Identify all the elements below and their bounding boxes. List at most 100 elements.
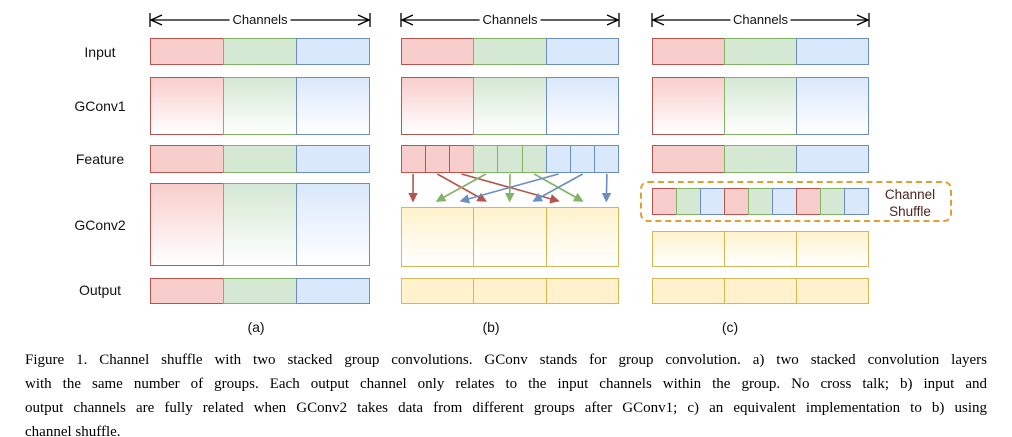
panel-b-output-segment-yellow	[545, 278, 619, 304]
panel-b-feature-segment-blue	[569, 145, 595, 173]
panel-b-gconv2-segment-yellow	[545, 207, 619, 267]
channels-arrow-label-c: Channels	[730, 12, 791, 27]
panel-c-gconv1-row	[652, 77, 869, 135]
panel-a-feature-row	[150, 145, 370, 173]
panel-a-feature-segment-red	[150, 145, 224, 173]
caption-line-3: output channels are fully related when G…	[25, 400, 987, 416]
panel-b-feature-segment-blue	[593, 145, 619, 173]
panel-c-shuffle-segment-green	[676, 188, 701, 215]
panel-b-feature-segment-green	[497, 145, 523, 173]
panel-b-feature-row	[401, 145, 619, 173]
row-label-gconv1: GConv1	[74, 98, 126, 114]
panel-a-output-segment-blue	[296, 278, 370, 304]
row-label-gconv2: GConv2	[74, 217, 126, 233]
panel-b-gconv1-segment-green	[473, 77, 547, 135]
panel-a-output-row	[150, 278, 370, 304]
panel-c-shuffle-segment-red	[724, 188, 749, 215]
shuffle-arrow-red-1	[436, 173, 487, 202]
panel-c-output-segment-yellow	[796, 278, 869, 304]
panel-b-output-segment-yellow	[401, 278, 475, 304]
panel-c-shuffle-segment-red	[652, 188, 677, 215]
panel-a-input-row	[150, 38, 370, 65]
panel-a-gconv1-segment-green	[223, 77, 297, 135]
panel-a-gconv1-segment-blue	[296, 77, 370, 135]
panel-c-output-segment-yellow	[724, 278, 797, 304]
panel-b-gconv1-row	[401, 77, 619, 135]
panel-a-gconv2-segment-red	[150, 183, 224, 266]
panel-b-feature-segment-red	[401, 145, 427, 173]
panel-b-gconv1-segment-red	[401, 77, 475, 135]
panel-c-feature-segment-blue	[796, 145, 869, 173]
caption-line-2: with the same number of groups. Each out…	[25, 376, 987, 392]
panel-b-output-segment-yellow	[473, 278, 547, 304]
shuffle-arrow-green-3	[435, 173, 487, 202]
channel-shuffle-box: Channel Shuffle	[640, 181, 952, 222]
panel-b-gconv1-segment-blue	[545, 77, 619, 135]
panel-c-gconv1-segment-blue	[796, 77, 869, 135]
panel-b-output-row	[401, 278, 619, 304]
panel-b-input-segment-red	[401, 38, 475, 65]
panel-b-gconv2-segment-yellow	[401, 207, 475, 267]
shuffle-arrow-green-5	[533, 173, 584, 202]
channels-arrow-label-a: Channels	[229, 12, 291, 27]
panel-b-gconv2-row	[401, 207, 619, 267]
shuffle-arrow-red-2	[461, 173, 560, 204]
panel-a-input-segment-blue	[296, 38, 370, 65]
panel-c-output-segment-yellow	[652, 278, 725, 304]
panel-label-c: (c)	[721, 319, 739, 335]
panel-c-input-segment-red	[652, 38, 725, 65]
panel-c-feature-segment-green	[724, 145, 797, 173]
panel-c-shuffle-segment-green	[748, 188, 773, 215]
figure-caption: Figure 1. Channel shuffle with two stack…	[25, 348, 987, 437]
panel-c-input-segment-blue	[796, 38, 869, 65]
shuffle-arrow-blue-7	[532, 173, 584, 202]
panel-c-shuffle-row	[652, 188, 869, 215]
panel-b-feature-segment-green	[473, 145, 499, 173]
shuffle-arrow-blue-6	[459, 173, 559, 204]
panel-a-input-segment-red	[150, 38, 224, 65]
panel-c-shuffle-segment-red	[796, 188, 821, 215]
panel-c-gconv1-segment-green	[724, 77, 797, 135]
panel-b-feature-segment-green	[521, 145, 547, 173]
row-label-feature: Feature	[75, 151, 125, 167]
panel-c-output-row	[652, 278, 869, 304]
panel-c-feature-segment-red	[652, 145, 725, 173]
panel-c-shuffle-segment-blue	[772, 188, 797, 215]
panel-c-gconv1-segment-red	[652, 77, 725, 135]
panel-c-input-row	[652, 38, 869, 65]
panel-a-output-segment-red	[150, 278, 224, 304]
figure-diagram: Input GConv1 Feature GConv2 Output Chann…	[74, 12, 952, 335]
panel-c-shuffle-segment-green	[820, 188, 845, 215]
panel-a-gconv1-row	[150, 77, 370, 135]
caption-line-4: channel shuffle.	[25, 424, 121, 437]
panel-b-feature-segment-red	[449, 145, 475, 173]
caption-line-1: Figure 1. Channel shuffle with two stack…	[25, 352, 987, 368]
panel-c-gconv2-segment-yellow	[724, 231, 797, 267]
panel-c-gconv2-row	[652, 231, 869, 267]
panel-label-b: (b)	[482, 319, 500, 335]
panel-a-output-segment-green	[223, 278, 297, 304]
channel-shuffle-label: Channel Shuffle	[884, 187, 936, 219]
panel-b-input-segment-green	[473, 38, 547, 65]
panel-a-feature-segment-blue	[296, 145, 370, 173]
panel-c-feature-row	[652, 145, 869, 173]
panel-a-input-segment-green	[223, 38, 297, 65]
panel-a-feature-segment-green	[223, 145, 297, 173]
panel-a-gconv2-row	[150, 183, 370, 266]
panel-a-gconv2-segment-blue	[296, 183, 370, 266]
panel-b-input-segment-blue	[545, 38, 619, 65]
panel-c-gconv2-segment-yellow	[796, 231, 869, 267]
panel-b-gconv2-segment-yellow	[473, 207, 547, 267]
panel-c-shuffle-segment-blue	[844, 188, 869, 215]
panel-b-input-row	[401, 38, 619, 65]
panel-b-feature-segment-red	[425, 145, 451, 173]
row-label-output: Output	[78, 282, 122, 298]
row-label-input: Input	[84, 44, 116, 60]
panel-label-a: (a)	[247, 319, 265, 335]
shuffle-arrow-blue-8	[601, 173, 612, 203]
panel-a-gconv2-segment-green	[223, 183, 297, 266]
panel-c-input-segment-green	[724, 38, 797, 65]
panel-c-gconv2-segment-yellow	[652, 231, 725, 267]
channels-arrow-label-b: Channels	[479, 12, 541, 27]
